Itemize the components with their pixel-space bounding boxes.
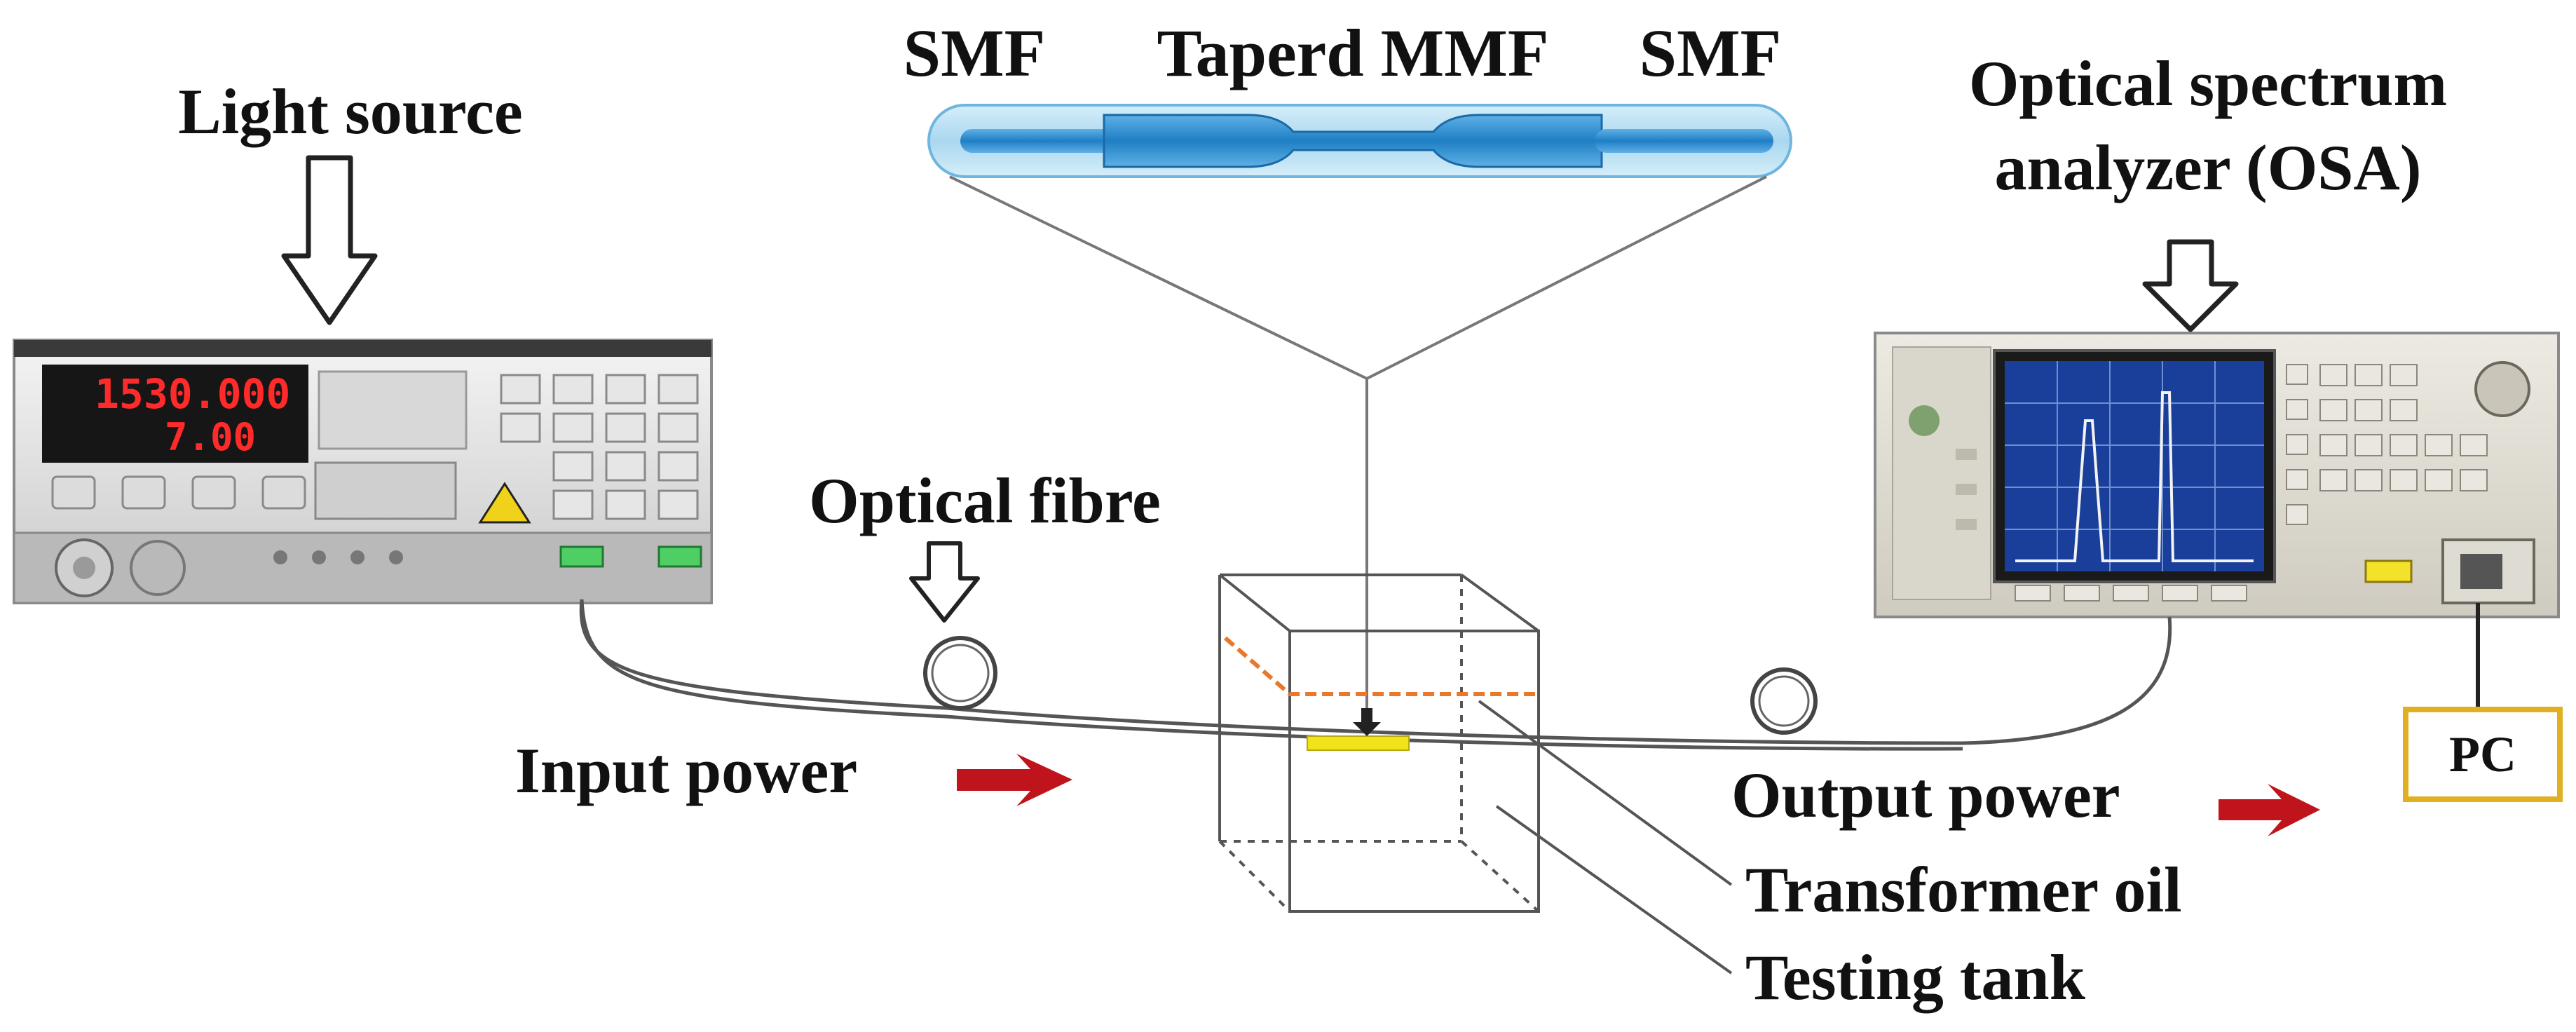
input-power-label: Input power	[515, 735, 857, 806]
mmf-core-tapered	[1103, 114, 1603, 168]
projection-lines	[949, 175, 1767, 729]
input-power-arrow-icon	[957, 754, 1072, 806]
osa-trace	[2015, 391, 2254, 562]
fibre-coil-left-inner	[931, 644, 990, 702]
pc-label: PC	[2449, 726, 2516, 782]
callout-lines	[1478, 700, 1733, 975]
optical-fibre-label: Optical fibre	[809, 465, 1161, 536]
fibre-coil-left-icon	[923, 636, 997, 710]
output-power-label: Output power	[1731, 759, 2120, 831]
sensor-pointer-arrow	[1353, 708, 1381, 736]
tapered-mmf-label: Taperd MMF	[1157, 15, 1548, 90]
light-source-pointer-arrow	[281, 155, 378, 325]
smf-core-left	[960, 129, 1115, 153]
smf-left-label: SMF	[904, 15, 1046, 90]
transformer-oil-label: Transformer oil	[1745, 854, 2182, 925]
wavelength-readout: 1530.000	[95, 370, 290, 418]
fibre-coil-right-inner	[1758, 675, 1810, 727]
optical-fibre-pointer-arrow	[909, 541, 980, 623]
osa-label-line2: analyzer (OSA)	[1994, 132, 2421, 203]
fibre-coil-right-icon	[1750, 667, 1818, 735]
testing-tank-label: Testing tank	[1745, 942, 2086, 1013]
osa-knob	[2474, 361, 2530, 417]
light-source-device: 1530.000 7.00	[13, 339, 713, 604]
smf-right-label: SMF	[1640, 15, 1782, 90]
osa-pointer-arrow	[2142, 239, 2239, 332]
optical-fibre-path	[579, 599, 2172, 751]
osa-device	[1874, 332, 2560, 618]
output-power-arrow-icon	[2219, 784, 2320, 836]
transformer-oil-surface	[1224, 636, 1539, 696]
tapered-fibre-structure: SMF Taperd MMF SMF	[904, 15, 1792, 178]
light-source-label: Light source	[178, 76, 523, 147]
fibre-sensor-segment	[1307, 735, 1410, 751]
testing-tank	[1218, 573, 1540, 913]
power-readout: 7.00	[165, 415, 256, 459]
smf-core-right	[1595, 129, 1773, 153]
pc-box	[2403, 707, 2563, 802]
osa-label-line1: Optical spectrum	[1969, 48, 2447, 119]
